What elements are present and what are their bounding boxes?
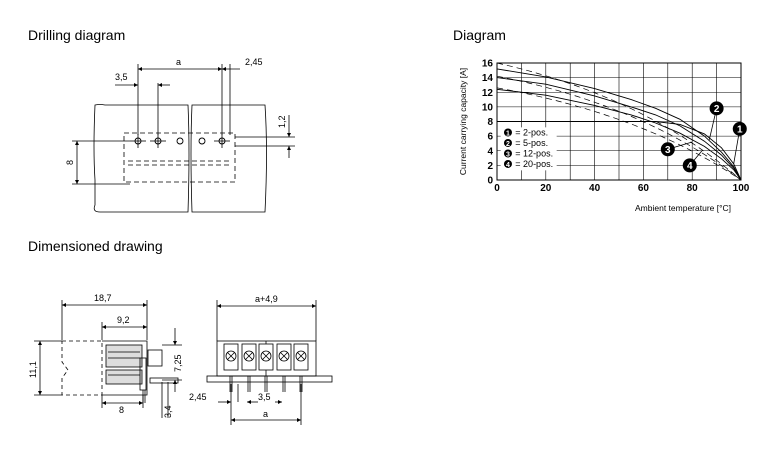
x-tick-label: 40 [589, 183, 601, 194]
dim-a: a [176, 57, 181, 67]
x-tick-label: 80 [687, 183, 699, 194]
y-tick-label: 4 [487, 146, 493, 157]
dim-11-1: 11,1 [28, 361, 38, 378]
dim-7-25: 7,25 [173, 354, 183, 372]
dim-18-7: 18,7 [94, 293, 112, 303]
screw-slot [280, 352, 288, 360]
curve-marker-1 [732, 121, 747, 136]
y-tick-label: 6 [487, 132, 493, 143]
dim-3-4: 3,4 [163, 405, 173, 418]
x-tick-label: 0 [494, 183, 500, 194]
side-view [61, 340, 179, 403]
diagram-heading: Diagram [453, 27, 506, 43]
drilling-diagram-heading: Drilling diagram [28, 27, 126, 43]
dim-9-2: 9,2 [117, 315, 130, 325]
chart-markers: 1 2 3 4 [660, 101, 747, 173]
curve-marker-number: 4 [687, 161, 693, 172]
legend-marker-number: 1 [506, 130, 510, 137]
screw-slot [227, 352, 235, 360]
overload-curve [496, 87, 742, 181]
y-tick-label: 2 [487, 161, 493, 172]
chart-legend: 1 = 2-pos. 2 = 5-pos. 3 = 12-pos. 4 = 20-pos. [500, 127, 557, 171]
curve-marker-3 [660, 142, 675, 157]
legend-marker [503, 128, 512, 137]
screw-slot [245, 352, 253, 360]
dimensioned-drawing-heading: Dimensioned drawing [28, 238, 163, 254]
y-tick-label: 0 [487, 176, 493, 187]
dim-a-plus-4-9: a+4,9 [255, 294, 278, 304]
dim-3-5: 3,5 [258, 392, 271, 402]
y-tick-label: 12 [482, 88, 494, 99]
dim-8: 8 [119, 405, 124, 415]
curve-marker-number: 1 [737, 125, 743, 136]
terminal-positions [223, 343, 309, 392]
legend-label: = 5-pos. [515, 138, 548, 148]
y-tick-label: 14 [482, 73, 494, 84]
screw-slot [297, 352, 305, 360]
legend-label: = 20-pos. [515, 159, 553, 169]
curve-marker-number: 2 [714, 104, 720, 115]
legend-marker-number: 4 [506, 162, 510, 169]
curve-marker-number: 3 [665, 145, 671, 156]
dim-2-45: 2,45 [245, 57, 263, 67]
overload-curve [496, 75, 742, 181]
legend-marker [503, 159, 512, 168]
component-outline [123, 132, 236, 183]
x-tick-label: 60 [638, 183, 650, 194]
y-axis-label: Current carrying capacity [A] [458, 68, 468, 175]
x-tick-label: 20 [540, 183, 552, 194]
dim-3-5: 3,5 [115, 72, 128, 82]
dim-1-2: 1,2 [277, 115, 287, 128]
legend-label: = 2-pos. [515, 127, 548, 137]
dim-8: 8 [65, 160, 75, 165]
screw-slot [262, 352, 270, 360]
legend-marker-number: 2 [506, 141, 510, 148]
series-line-3 [496, 77, 742, 181]
y-tick-label: 10 [482, 102, 494, 113]
legend-marker [503, 149, 512, 158]
pcb-outline [93, 104, 267, 213]
dim-a: a [263, 409, 268, 419]
legend-label: = 12-pos. [515, 148, 553, 158]
x-tick-label: 100 [733, 183, 750, 194]
x-axis-label: Ambient temperature [°C] [635, 203, 731, 213]
legend-marker-number: 3 [506, 151, 510, 158]
curve-marker-4 [682, 158, 697, 173]
legend-marker [503, 138, 512, 147]
series-line-2 [496, 68, 742, 181]
chart-curves [496, 62, 742, 181]
overload-curve [496, 62, 742, 181]
y-tick-label: 8 [487, 117, 493, 128]
y-tick-label: 16 [482, 59, 494, 70]
dim-2-45: 2,45 [189, 392, 207, 402]
series-line-1 [497, 121, 742, 181]
curve-marker-2 [709, 101, 724, 116]
